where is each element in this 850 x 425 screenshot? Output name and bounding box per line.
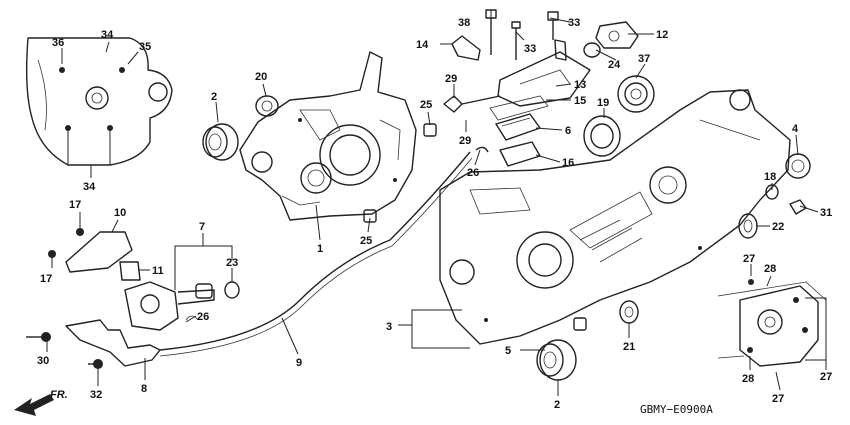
callout-c4: 4 [792,123,799,135]
reed-valve-6 [495,113,541,141]
bearing-37 [617,75,655,113]
callout-labels: 36 34 35 34 2 20 17 10 17 11 7 23 26 30 … [37,17,832,416]
callout-c31: 31 [820,207,832,219]
callout-c9: 9 [296,357,302,369]
callout-c27a: 27 [743,253,755,265]
gasket-16 [499,141,541,167]
bolt-33-upper [547,11,559,40]
seal-20 [255,95,279,117]
seal-4 [785,153,811,179]
callout-c28b: 28 [742,373,754,385]
clamp-14 [451,35,481,61]
callout-c28a: 28 [764,263,776,275]
callout-c24: 24 [608,59,621,71]
callout-c11: 11 [152,265,164,277]
callout-c21: 21 [623,341,635,353]
diagram-code: GBMY−E0900A [640,403,713,416]
dowel-pin-25-bottom [363,209,377,223]
callout-c19: 19 [597,97,609,109]
bracket-10 [48,228,141,281]
front-label: FR. [50,389,68,401]
bearing-2-bottom [536,339,577,381]
callout-c25b: 25 [360,235,372,247]
callout-c12: 12 [656,29,668,41]
cable-9 [159,151,473,357]
callout-c22: 22 [772,221,784,233]
bolt-38 [485,9,497,55]
callout-c8: 8 [141,383,147,395]
callout-c35: 35 [139,41,151,53]
lever-8 [26,319,161,369]
callout-c32: 32 [90,389,102,401]
oil-pump-7 [124,281,240,331]
callout-c33b: 33 [524,43,536,55]
dowel-pin-25-top [423,123,437,137]
callout-c5: 5 [505,345,511,357]
bearing-2-top [202,123,239,161]
callout-c26b: 26 [467,167,479,179]
inset-cover-27 [717,279,827,367]
o-ring-24 [583,42,601,58]
callout-c18: 18 [764,171,776,183]
reed-housing-13 [497,39,591,107]
callout-c7: 7 [199,221,205,233]
callout-c13: 13 [574,79,586,91]
callout-c26a: 26 [197,311,209,323]
callout-c17a: 17 [69,199,81,211]
callout-c36: 36 [52,37,64,49]
bolt-33-lower [511,21,521,60]
bearing-19 [583,115,621,157]
callout-c34b: 34 [83,181,96,193]
callout-c20: 20 [255,71,267,83]
callout-c27b: 27 [772,393,784,405]
callout-c2b: 2 [554,399,560,411]
right-crankcase-3 [439,89,791,345]
callout-c16: 16 [562,157,574,169]
left-crankcase-1 [239,51,417,221]
callout-c6: 6 [565,125,571,137]
callout-c17b: 17 [40,273,52,285]
callout-c3: 3 [386,321,392,333]
callout-c2a: 2 [211,91,217,103]
seal-22 [738,213,758,239]
front-arrow-icon [14,394,54,416]
callout-c14: 14 [416,39,429,51]
callout-c27c: 27 [820,371,832,383]
callout-c29b: 29 [459,135,471,147]
callout-c33a: 33 [568,17,580,29]
bolt-29 [443,95,501,113]
pin-26-top [475,146,489,153]
left-cover-part [25,37,173,166]
dowel-5 [573,317,587,331]
washer-18 [765,184,779,200]
bolt-31 [789,199,807,215]
callout-c34a: 34 [101,29,114,41]
callout-c29a: 29 [445,73,457,85]
callout-c15: 15 [574,95,586,107]
cover-12 [595,21,639,49]
callout-c10: 10 [114,207,126,219]
callout-c23: 23 [226,257,238,269]
callout-c37: 37 [638,53,650,65]
gasket-15 [489,95,549,121]
callout-c25a: 25 [420,99,432,111]
callout-c38: 38 [458,17,470,29]
callout-c1: 1 [317,243,323,255]
leader-lines [46,10,827,396]
seal-21 [619,300,639,324]
callout-c30: 30 [37,355,49,367]
